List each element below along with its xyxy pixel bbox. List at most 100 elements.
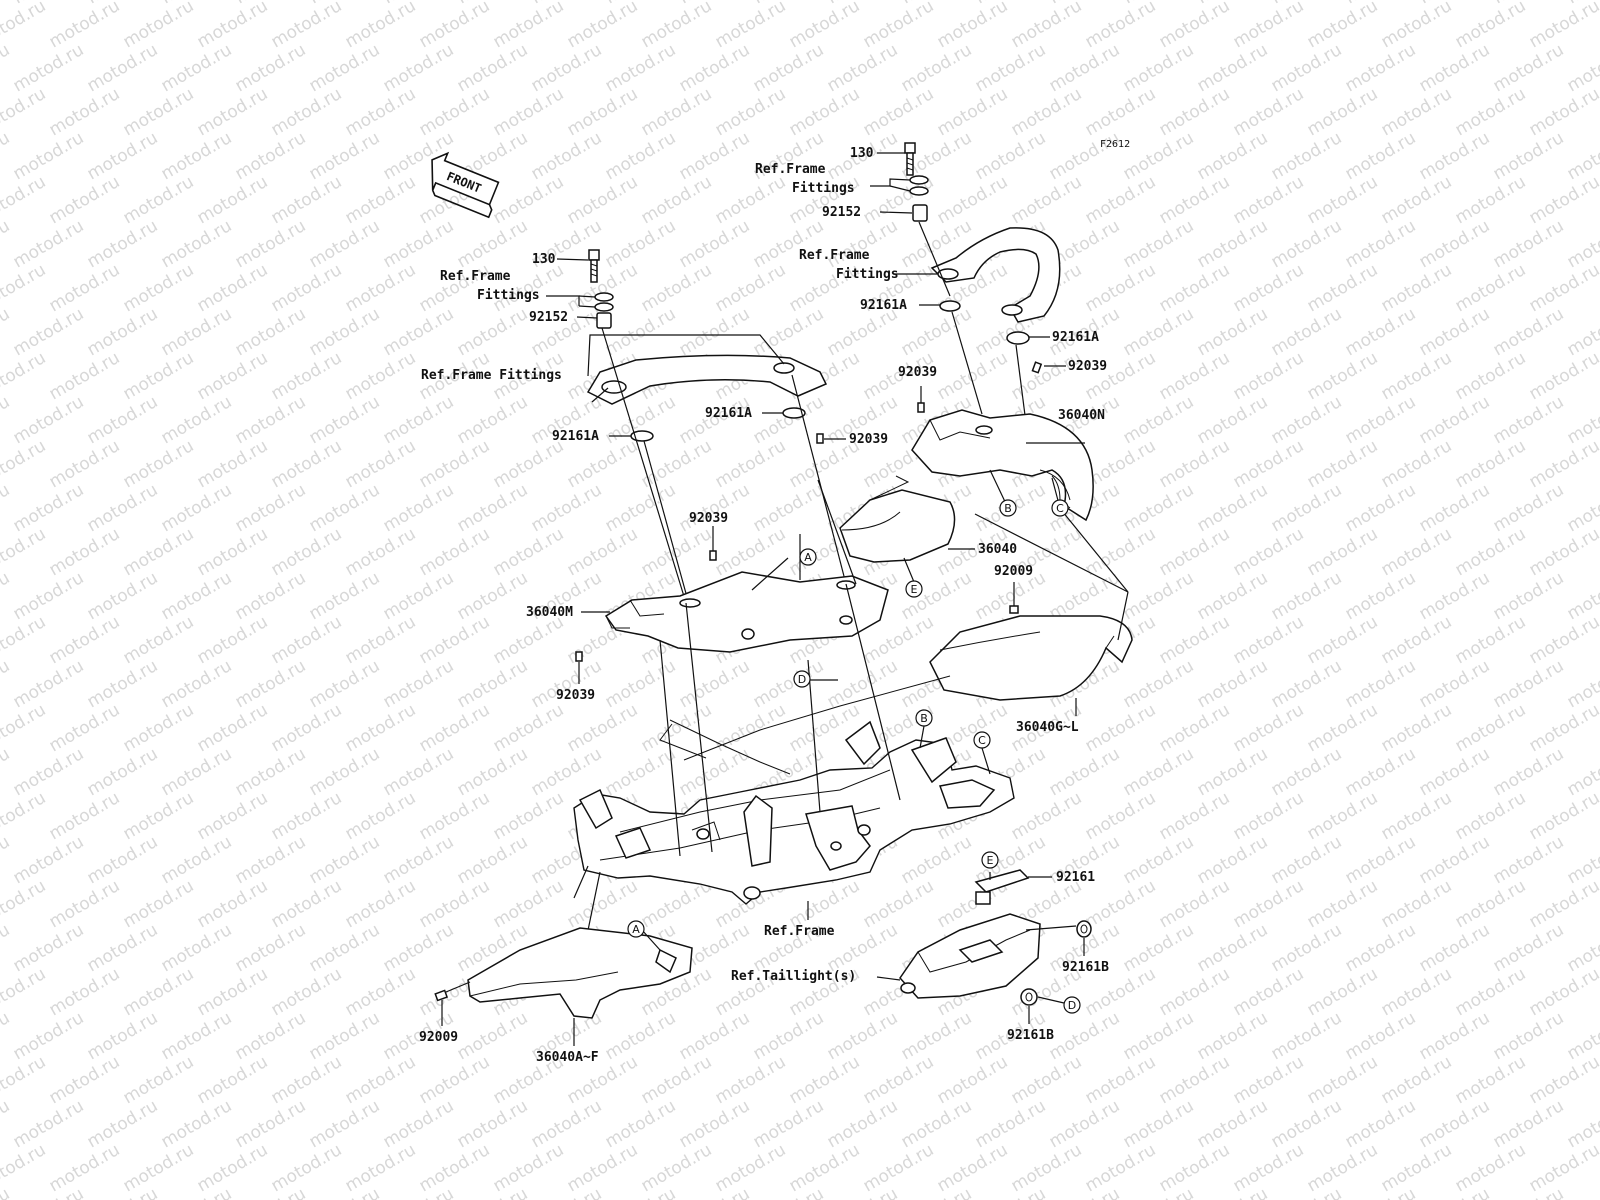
watermark-text: motod.ru	[1082, 348, 1160, 404]
watermark-text: motod.ru	[1342, 40, 1420, 96]
watermark-text: motod.ru	[1490, 40, 1568, 96]
watermark-text: motod.ru	[490, 876, 568, 932]
watermark-text: motod.ru	[454, 656, 532, 712]
watermark-text: motod.ru	[0, 84, 49, 140]
watermark-text: motod.ru	[676, 656, 754, 712]
watermark-text: motod.ru	[1230, 964, 1308, 1020]
watermark-text: motod.ru	[1194, 1184, 1272, 1200]
watermark-text: motod.ru	[564, 0, 642, 52]
watermark-text: motod.ru	[602, 304, 680, 360]
watermark-text: motod.ru	[786, 1052, 864, 1108]
watermark-text: motod.ru	[0, 348, 49, 404]
svg-text:C: C	[1056, 502, 1064, 515]
callout-clip-upper-left: 92039	[689, 511, 728, 526]
watermark-text: motod.ru	[232, 216, 310, 272]
watermark-text: motod.ru	[786, 0, 864, 52]
watermark-text: motod.ru	[528, 1184, 606, 1200]
watermark-text: motod.ru	[46, 964, 124, 1020]
watermark-text: motod.ru	[232, 1096, 310, 1152]
watermark-text: motod.ru	[1342, 1184, 1420, 1200]
watermark-text: motod.ru	[1304, 1052, 1382, 1108]
watermark-text: motod.ru	[0, 1096, 13, 1152]
watermark-text: motod.ru	[1304, 436, 1382, 492]
callout-ref-frame-left-2: Fittings	[477, 288, 540, 303]
callout-ref-frame-right-1: Ref.Frame	[755, 162, 826, 177]
watermark-text: motod.ru	[416, 1140, 494, 1196]
watermark-text: motod.ru	[0, 304, 13, 360]
watermark-text: motod.ru	[712, 172, 790, 228]
callout-clip-right-1: 92039	[898, 365, 937, 380]
callout-cover-a-f: 36040A~F	[536, 1050, 599, 1065]
watermark-text: motod.ru	[46, 524, 124, 580]
watermark-text: motod.ru	[638, 84, 716, 140]
watermark-text: motod.ru	[10, 304, 88, 360]
callout-ref-frame-right-3: Ref.Frame	[799, 248, 870, 263]
watermark-text: motod.ru	[10, 40, 88, 96]
watermark-text: motod.ru	[416, 436, 494, 492]
watermark-text: motod.ru	[10, 832, 88, 888]
right-grab-rail-group	[870, 142, 1061, 471]
watermark-text: motod.ru	[46, 348, 124, 404]
watermark-text: motod.ru	[1452, 0, 1530, 52]
watermark-text: motod.ru	[1230, 876, 1308, 932]
watermark-text: motod.ru	[416, 788, 494, 844]
watermark-text: motod.ru	[46, 1052, 124, 1108]
watermark-text: motod.ru	[1304, 260, 1382, 316]
watermark-text: motod.ru	[1194, 480, 1272, 536]
watermark-text: motod.ru	[1120, 128, 1198, 184]
watermark-text: motod.ru	[306, 568, 384, 624]
watermark-text: motod.ru	[1304, 876, 1382, 932]
svg-text:B: B	[1004, 502, 1012, 515]
watermark-text: motod.ru	[934, 348, 1012, 404]
watermark-text: motod.ru	[158, 1096, 236, 1152]
watermark-text: motod.ru	[0, 612, 49, 668]
collar-right	[912, 204, 928, 222]
watermark-text: motod.ru	[528, 128, 606, 184]
watermark-text: motod.ru	[528, 656, 606, 712]
watermark-text: motod.ru	[564, 436, 642, 492]
watermark-text: motod.ru	[120, 964, 198, 1020]
marker-e-mid: E	[903, 557, 923, 598]
watermark-text: motod.ru	[712, 524, 790, 580]
watermark-text: motod.ru	[564, 172, 642, 228]
watermark-text: motod.ru	[194, 1140, 272, 1196]
watermark-text: motod.ru	[676, 216, 754, 272]
watermark-text: motod.ru	[416, 612, 494, 668]
damper-bottom-icon	[974, 869, 1030, 905]
callout-ref-frame-bottom: Ref.Frame	[764, 924, 835, 939]
bolt-right-icon	[904, 142, 916, 176]
watermark-text: motod.ru	[1194, 920, 1272, 976]
svg-text:A: A	[804, 551, 812, 564]
watermark-text: motod.ru	[120, 1140, 198, 1196]
watermark-text: motod.ru	[934, 0, 1012, 52]
watermark-text: motod.ru	[1268, 568, 1346, 624]
watermark-text: motod.ru	[1452, 788, 1530, 844]
clip-center-icon	[816, 433, 824, 444]
watermark-text: motod.ru	[1416, 392, 1494, 448]
watermark-text: motod.ru	[1378, 788, 1456, 844]
watermark-text: motod.ru	[84, 1096, 162, 1152]
watermark-text: motod.ru	[490, 524, 568, 580]
callout-ref-frame-fittings-left: Ref.Frame Fittings	[421, 368, 562, 383]
marker-c-frame: C	[973, 731, 991, 775]
watermark-text: motod.ru	[120, 0, 198, 52]
watermark-text: motod.ru	[898, 1008, 976, 1064]
marker-a-bottom: A	[627, 920, 645, 938]
watermark-text: motod.ru	[268, 700, 346, 756]
watermark-text: motod.ru	[602, 128, 680, 184]
watermark-text: motod.ru	[1120, 744, 1198, 800]
watermark-text: motod.ru	[380, 1184, 458, 1200]
watermark-text: motod.ru	[972, 128, 1050, 184]
watermark-text: motod.ru	[564, 1140, 642, 1196]
watermark-text: motod.ru	[1304, 348, 1382, 404]
watermark-text: motod.ru	[1378, 700, 1456, 756]
watermark-text: motod.ru	[1490, 392, 1568, 448]
watermark-text: motod.ru	[268, 260, 346, 316]
watermark-text: motod.ru	[342, 788, 420, 844]
watermark-text: motod.ru	[342, 876, 420, 932]
watermark-text: motod.ru	[528, 40, 606, 96]
watermark-text: motod.ru	[1230, 524, 1308, 580]
watermark-text: motod.ru	[1416, 40, 1494, 96]
watermark-text: motod.ru	[1342, 568, 1420, 624]
watermark-text: motod.ru	[1082, 524, 1160, 580]
